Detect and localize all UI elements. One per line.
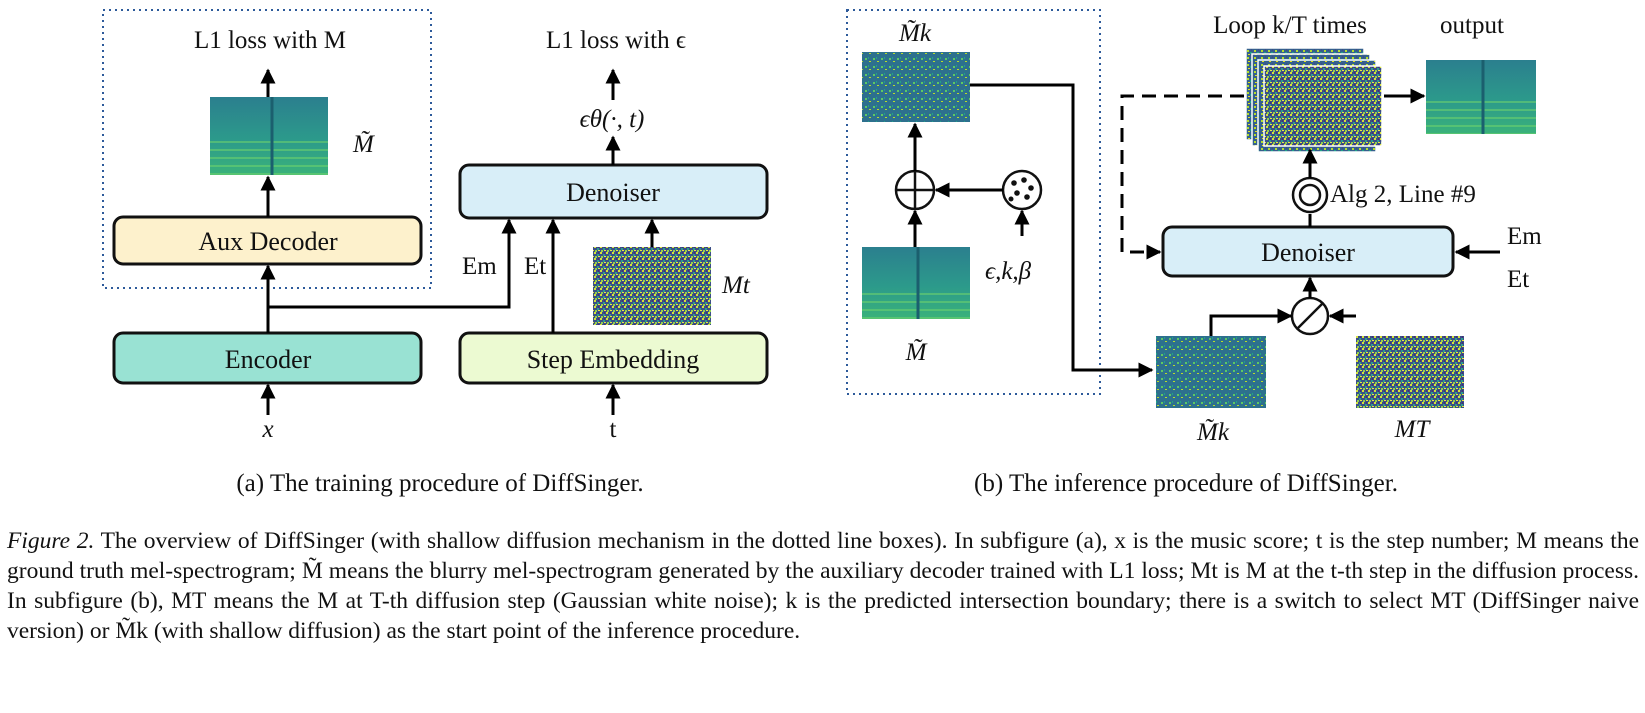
mt-spectrogram	[593, 247, 711, 325]
em-label-a: Em	[462, 253, 497, 280]
panel-b: M̃k ϵ,k,β M̃ Loop k/T times	[846, 9, 1542, 497]
diffsinger-figure: L1 loss with M L1 loss with ϵ M̃ ϵθ(·, t…	[102, 9, 1542, 497]
aux-output-spectrogram	[210, 97, 328, 175]
denoiser-label-a: Denoiser	[566, 178, 660, 207]
l1-loss-m-label: L1 loss with M	[194, 27, 346, 54]
mk-top-label: M̃k	[898, 20, 932, 47]
mk-bottom-label: M̃k	[1196, 419, 1230, 446]
et-label-a: Et	[524, 253, 546, 280]
encoder-label: Encoder	[225, 345, 312, 374]
add-operator-icon	[894, 169, 936, 211]
panel-b-arrows	[907, 83, 1500, 378]
input-x-label: x	[261, 416, 273, 443]
shallow-diffusion-dotted-box-b	[846, 9, 1101, 395]
aux-decoder-label: Aux Decoder	[198, 227, 338, 256]
mk-bottom-spectrogram	[1156, 336, 1266, 408]
denoiser-label-b: Denoiser	[1261, 238, 1355, 267]
mk-top-spectrogram	[862, 52, 970, 122]
loop-back-dashed-arrow	[1120, 94, 1244, 260]
output-label: output	[1440, 12, 1504, 39]
et-label-b: Et	[1507, 266, 1529, 293]
m-T-label: MT	[1394, 416, 1432, 443]
loop-label: Loop k/T times	[1213, 12, 1367, 39]
em-label-b: Em	[1507, 223, 1542, 250]
noise-sampler-icon	[1001, 169, 1043, 211]
panel-a: L1 loss with M L1 loss with ϵ M̃ ϵθ(·, t…	[102, 9, 769, 497]
m-tilde-label-a: M̃	[352, 131, 375, 158]
alg-label: Alg 2, Line #9	[1330, 181, 1476, 208]
m-tilde-label-b: M̃	[905, 339, 928, 366]
mt-noise-spectrogram	[1356, 336, 1464, 408]
subcaption-a: (a) The training procedure of DiffSinger…	[236, 470, 643, 497]
panel-a-arrows	[260, 68, 660, 415]
mt-label: Mt	[721, 272, 751, 299]
subcaption-b: (b) The inference procedure of DiffSinge…	[974, 470, 1398, 497]
noise-params-label: ϵ,k,β	[985, 258, 1032, 285]
step-embedding-label: Step Embedding	[527, 345, 700, 374]
denoiser-box-b	[1161, 225, 1455, 278]
alg-step-icon	[1291, 176, 1329, 214]
switch-icon	[1290, 296, 1330, 336]
step-embedding-box	[458, 331, 769, 385]
figure-label: Figure 2.	[7, 528, 95, 554]
figure-caption-text: The overview of DiffSinger (with shallow…	[7, 528, 1639, 644]
l1-loss-eps-label: L1 loss with ϵ	[546, 27, 686, 54]
input-t-label: t	[610, 416, 617, 443]
eps-theta-label: ϵθ(·, t)	[580, 106, 645, 133]
figure-caption: Figure 2. The overview of DiffSinger (wi…	[7, 526, 1639, 646]
loop-stack-spectrograms	[1245, 47, 1383, 153]
